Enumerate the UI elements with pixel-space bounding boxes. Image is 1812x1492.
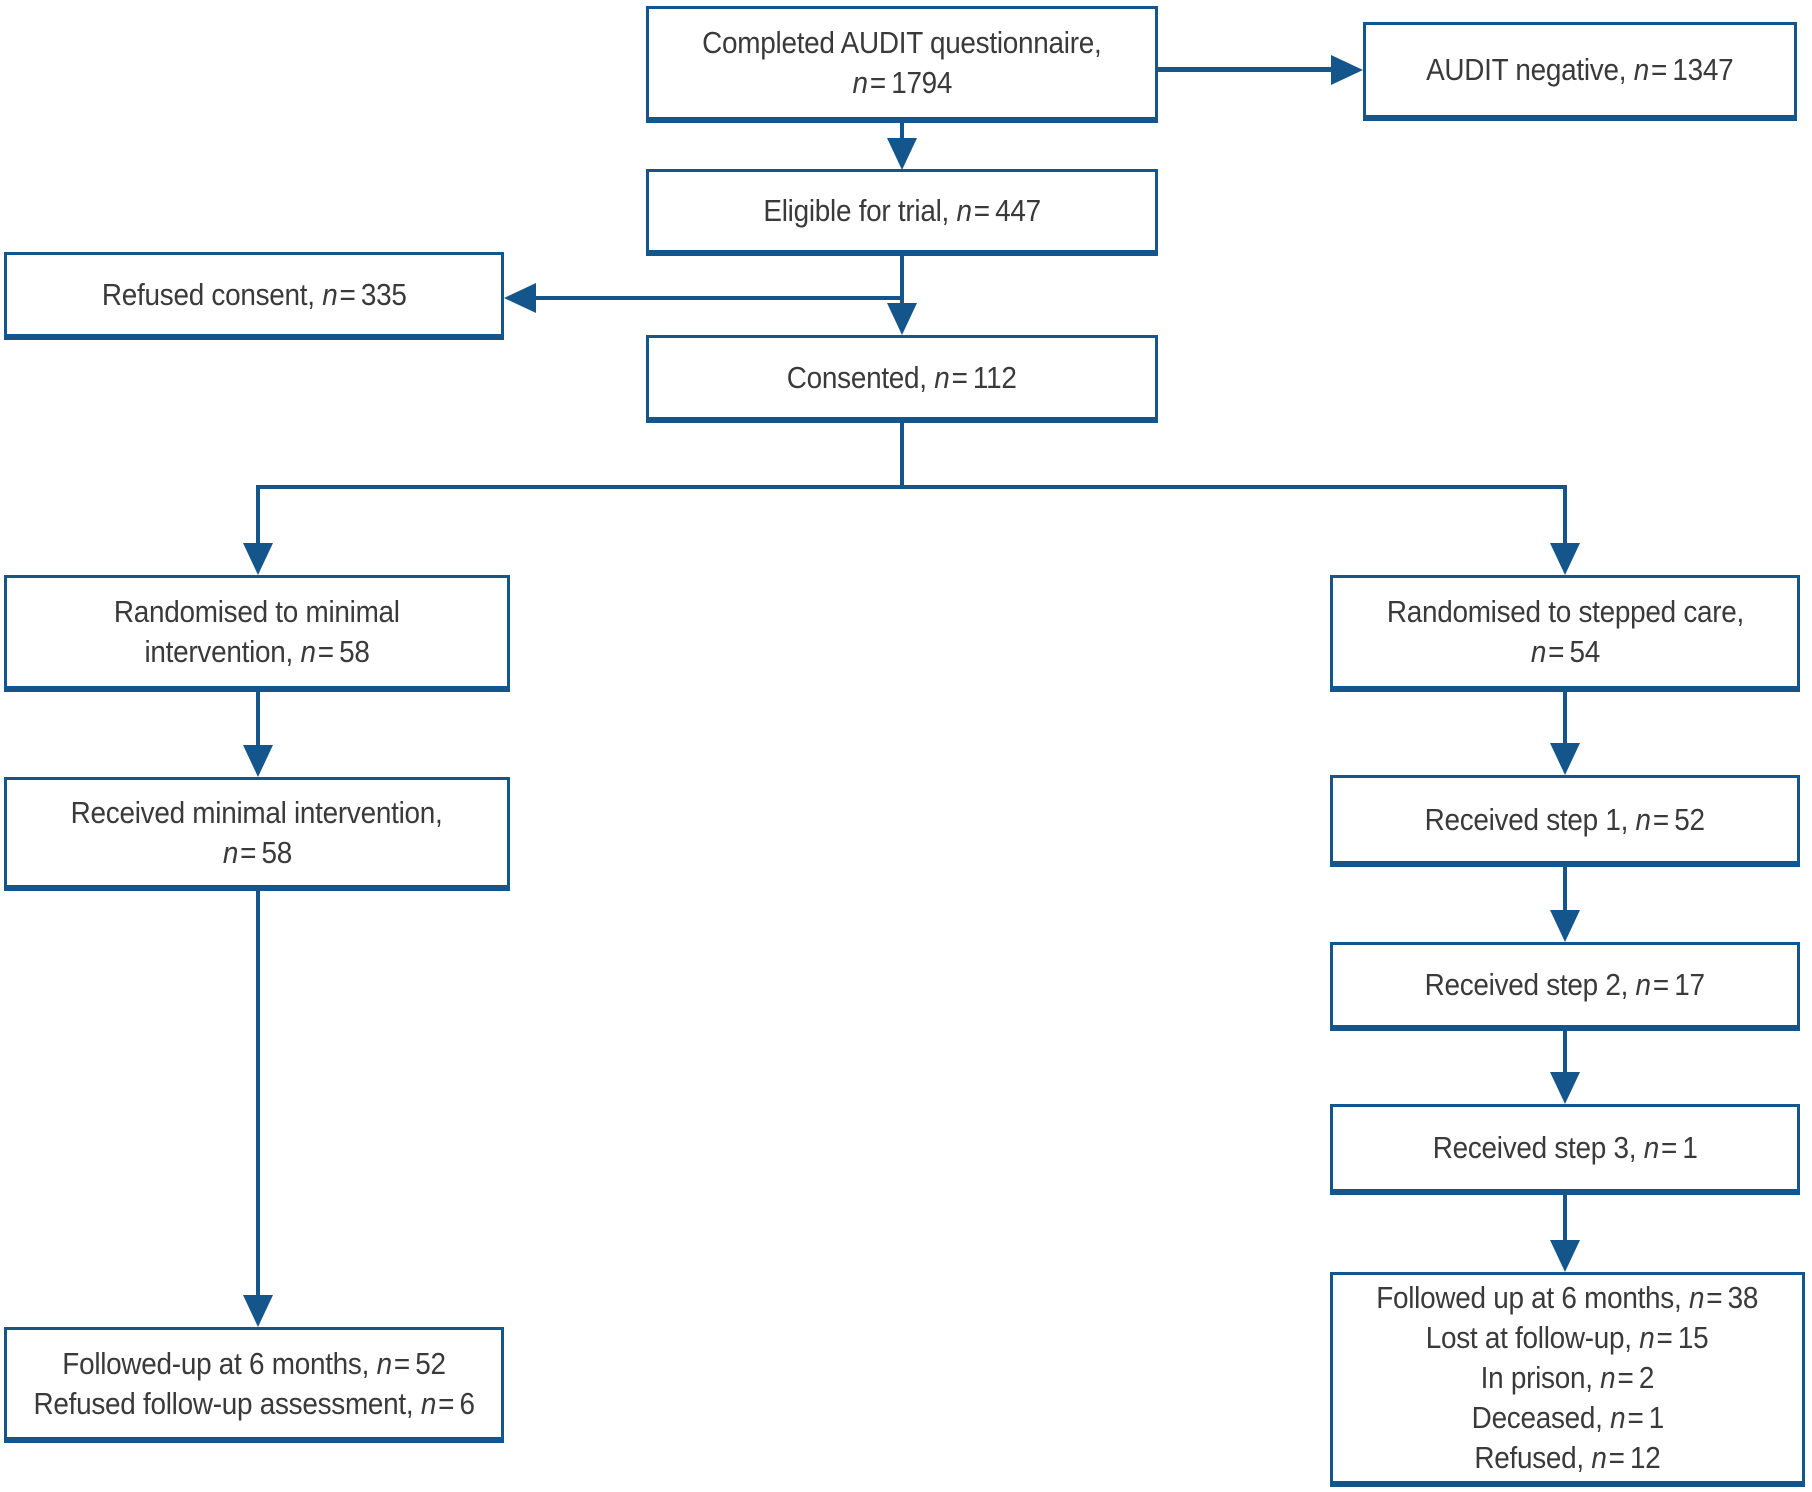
box-text-line: Consented, n = 112	[787, 359, 1017, 395]
box-text-line: Randomised to minimal	[114, 594, 400, 629]
arrow-line-audit-to-negative	[1158, 67, 1333, 72]
box-eligible-for-trial: Eligible for trial, n = 447	[646, 169, 1158, 253]
box-refused-consent: Refused consent, n = 335	[4, 252, 504, 337]
arrowhead-down-step3-icon	[1550, 1072, 1580, 1104]
branch-horizontal-line	[258, 485, 1567, 489]
box-text-line: Randomised to stepped care,	[1386, 594, 1744, 629]
box-text-line: Followed-up at 6 months, n = 52	[62, 1345, 446, 1381]
arrowhead-right-audit-negative-icon	[1331, 55, 1363, 85]
box-text-line: AUDIT negative, n = 1347	[1426, 52, 1734, 87]
arrow-line-randomised-minimal-to-received	[256, 689, 260, 747]
box-audit-negative: AUDIT negative, n = 1347	[1363, 22, 1797, 118]
box-text-line: Refused follow-up assessment, n = 6	[33, 1385, 475, 1421]
arrow-line-branch-to-randomised-minimal	[256, 485, 260, 545]
arrowhead-down-eligible-icon	[887, 138, 917, 170]
box-text-line: Completed AUDIT questionnaire,	[702, 25, 1102, 60]
arrow-line-step1-to-step2	[1563, 864, 1567, 912]
box-text-line: Received step 1, n = 52	[1424, 801, 1706, 837]
box-text-line: n = 54	[1530, 634, 1600, 669]
box-text-line: n = 1794	[852, 65, 952, 100]
box-received-minimal: Received minimal intervention, n = 58	[4, 777, 510, 888]
box-completed-audit: Completed AUDIT questionnaire, n = 1794	[646, 6, 1158, 120]
arrow-line-branch-to-randomised-stepped	[1563, 485, 1567, 545]
box-randomised-stepped: Randomised to stepped care, n = 54	[1330, 575, 1800, 689]
box-text-line: Received step 3, n = 1	[1432, 1130, 1698, 1165]
box-text-line: Refused consent, n = 335	[101, 276, 407, 312]
arrow-line-branch-to-refused	[534, 296, 904, 300]
arrowhead-down-randomised-stepped-icon	[1550, 543, 1580, 575]
arrowhead-down-received-minimal-icon	[243, 745, 273, 777]
box-followup-minimal: Followed-up at 6 months, n = 52 Refused f…	[4, 1327, 504, 1440]
arrowhead-left-refused-consent-icon	[504, 283, 536, 313]
arrow-line-received-minimal-to-followup	[256, 888, 260, 1297]
box-text-line: Received step 2, n = 17	[1424, 967, 1706, 1002]
arrow-line-step2-to-step3	[1563, 1028, 1567, 1074]
box-randomised-minimal: Randomised to minimal intervention, n = …	[4, 575, 510, 689]
box-text-line: Deceased, n = 1	[1471, 1400, 1664, 1435]
box-text-line: Lost at follow-up, n = 15	[1426, 1320, 1709, 1355]
arrow-line-randomised-stepped-to-step1	[1563, 689, 1567, 745]
box-text-line: intervention, n = 58	[144, 634, 370, 669]
box-received-step2: Received step 2, n = 17	[1330, 942, 1800, 1028]
box-text-line: n = 58	[222, 834, 292, 870]
arrowhead-down-followup-minimal-icon	[243, 1295, 273, 1327]
arrow-line-audit-to-eligible	[900, 120, 904, 140]
box-text-line: Received minimal intervention,	[71, 794, 443, 830]
box-text-line: In prison, n = 2	[1480, 1360, 1655, 1395]
arrow-line-eligible-to-consented	[900, 253, 904, 305]
box-text-line: Refused, n = 12	[1474, 1440, 1661, 1475]
box-received-step1: Received step 1, n = 52	[1330, 775, 1800, 864]
arrowhead-down-randomised-minimal-icon	[243, 543, 273, 575]
box-text-line: Eligible for trial, n = 447	[763, 193, 1041, 228]
arrow-line-step3-to-followup	[1563, 1192, 1567, 1242]
arrowhead-down-step2-icon	[1550, 910, 1580, 942]
arrowhead-down-consented-icon	[887, 303, 917, 335]
box-consented: Consented, n = 112	[646, 335, 1158, 420]
arrow-line-consented-to-branch	[900, 420, 904, 489]
arrowhead-down-followup-stepped-icon	[1550, 1240, 1580, 1272]
box-text-line: Followed up at 6 months, n = 38	[1376, 1280, 1759, 1315]
arrowhead-down-step1-icon	[1550, 743, 1580, 775]
box-received-step3: Received step 3, n = 1	[1330, 1104, 1800, 1192]
box-followup-stepped: Followed up at 6 months, n = 38 Lost at f…	[1330, 1272, 1805, 1484]
